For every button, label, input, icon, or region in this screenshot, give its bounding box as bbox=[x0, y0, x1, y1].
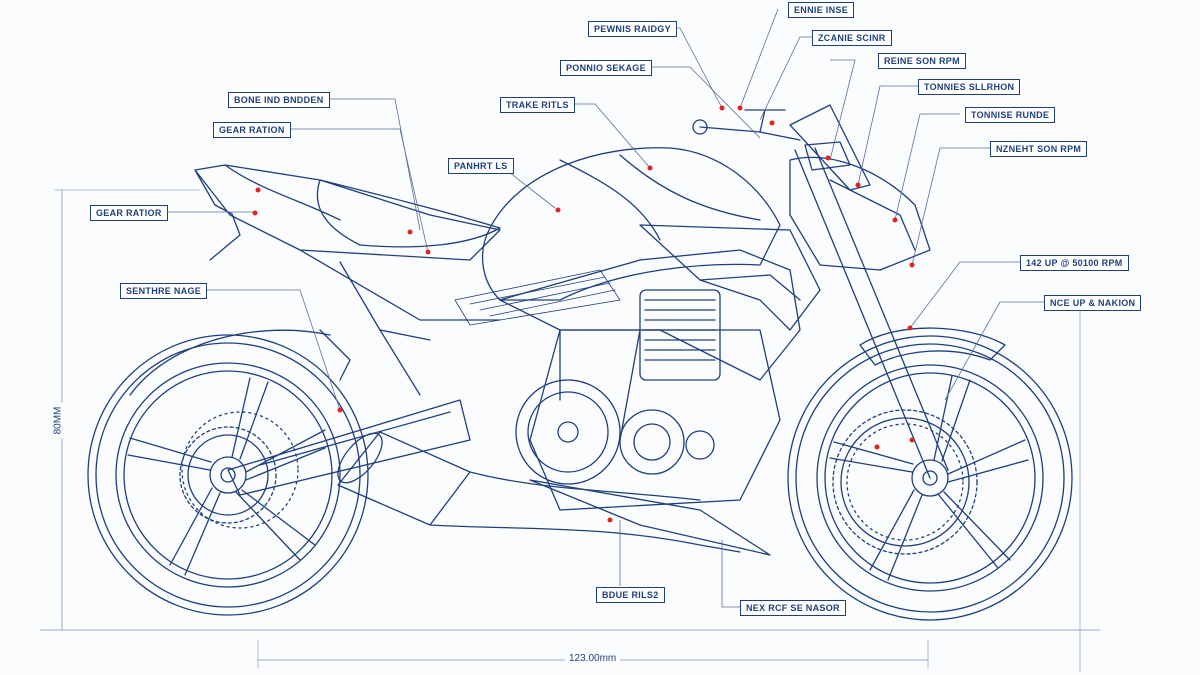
headlight-fairing bbox=[789, 156, 931, 271]
callout-bone-ind-bndden[interactable]: BONE IND BNDDEN bbox=[228, 92, 330, 108]
callout-ennie-inse[interactable]: ENNIE INSE bbox=[788, 2, 855, 18]
callout-nznet-son-rpm[interactable]: NZNEHT SON RPM bbox=[990, 141, 1088, 157]
leader-lines bbox=[167, 8, 1044, 608]
callout-senthre-nage[interactable]: SENTHRE NAGE bbox=[120, 283, 208, 299]
rear-wheel bbox=[87, 334, 369, 616]
callout-tonnise-runde[interactable]: TONNISE RUNDE bbox=[965, 107, 1056, 123]
callout-trake-ritls[interactable]: TRAKE RITLS bbox=[500, 97, 575, 113]
front-fork bbox=[794, 141, 949, 479]
rear-shock bbox=[379, 329, 421, 396]
side-cover bbox=[454, 269, 621, 326]
callout-nce-up-nakion[interactable]: NCE UP & NAKION bbox=[1044, 295, 1142, 311]
fuel-tank bbox=[481, 147, 781, 301]
windscreen bbox=[789, 104, 871, 191]
callout-zcanie-scinr[interactable]: ZCANIE SCINR bbox=[812, 30, 892, 46]
callout-gear-ratior[interactable]: GEAR RATIOR bbox=[90, 205, 168, 221]
callout-ponnio-sekage[interactable]: PONNIO SEKAGE bbox=[560, 60, 652, 76]
callout-reine-son-rpm[interactable]: REINE SON RPM bbox=[878, 53, 966, 69]
overall-height-dimension: 80MM bbox=[52, 402, 64, 439]
tail-light bbox=[194, 169, 233, 215]
callout-nex-rcf-se-nasor[interactable]: NEX RCF SE NASOR bbox=[740, 600, 846, 616]
callout-gear-ration[interactable]: GEAR RATION bbox=[213, 122, 291, 138]
annotation-markers bbox=[252, 105, 915, 523]
rear-hugger bbox=[129, 329, 331, 396]
callout-panhrt-ls[interactable]: PANHRT LS bbox=[448, 158, 514, 174]
swingarm bbox=[227, 399, 471, 496]
exhaust-pipe bbox=[429, 471, 741, 553]
rear-footpeg bbox=[319, 329, 351, 381]
handlebar bbox=[699, 126, 801, 141]
engine-block bbox=[515, 289, 781, 511]
license-bracket bbox=[209, 213, 241, 261]
overall-length-dimension: 123.00mm bbox=[565, 653, 621, 664]
seat bbox=[316, 179, 501, 248]
tail-section bbox=[194, 164, 501, 261]
subframe bbox=[299, 249, 501, 341]
callout-bdue-rils2[interactable]: BDUE RILS2 bbox=[596, 587, 665, 603]
front-wheel bbox=[787, 335, 1073, 621]
callout-142-up-rpm[interactable]: 142 UP @ 50100 RPM bbox=[1020, 255, 1129, 271]
front-fender bbox=[859, 327, 1006, 366]
callout-tonnies-sllrhon[interactable]: TONNIES SLLRHON bbox=[918, 79, 1021, 95]
belly-pan bbox=[529, 479, 771, 556]
callout-pewnis-raidgy[interactable]: PEWNIS RAIDGY bbox=[588, 21, 677, 37]
